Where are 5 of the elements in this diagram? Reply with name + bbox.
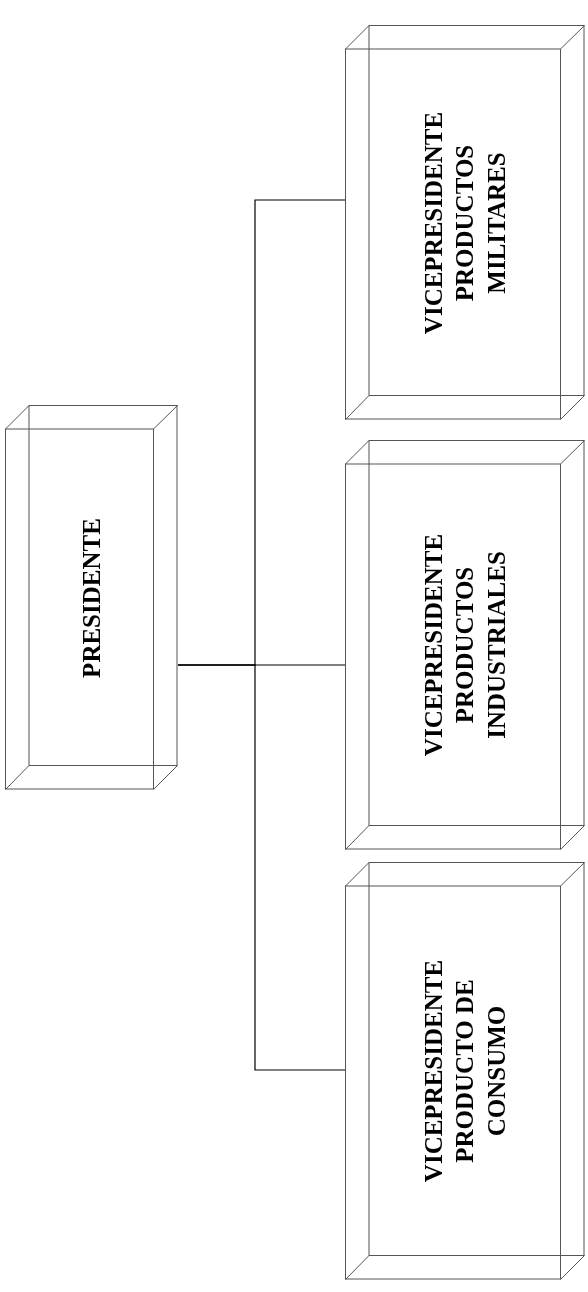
connector-line (177, 664, 346, 1071)
box-label: VICEPRESIDENTE PRODUCTOS INDUSTRIALES (419, 532, 511, 759)
box-label: VICEPRESIDENTE PRODUCTOS MILITARES (419, 110, 511, 336)
box-label: VICEPRESIDENTE PRODUCTO DE CONSUMO (419, 958, 511, 1185)
box-label: PRESIDENTE (76, 516, 106, 680)
